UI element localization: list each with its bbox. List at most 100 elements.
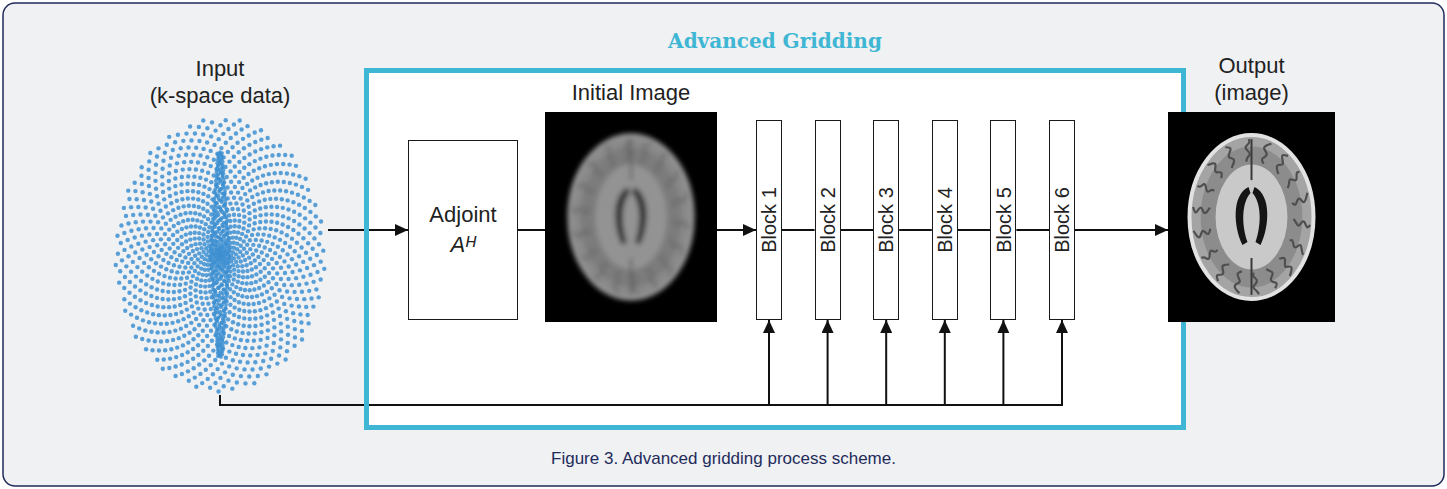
sample-dot (299, 245, 303, 249)
sample-dot (238, 118, 242, 122)
sample-dot (269, 205, 273, 209)
sample-dot (141, 219, 145, 223)
sample-dot (311, 280, 315, 284)
sample-dot (152, 269, 156, 273)
sample-dot (314, 287, 318, 291)
sample-dot (269, 357, 273, 361)
sample-dot (243, 346, 247, 350)
sample-dot (201, 339, 205, 343)
sample-dot (270, 180, 274, 184)
sample-dot (228, 248, 232, 252)
sample-dot (155, 304, 159, 308)
sample-dot (234, 351, 238, 355)
sample-dot (180, 197, 184, 201)
sample-dot (245, 251, 249, 255)
sample-dot (279, 266, 283, 270)
sample-dot (294, 262, 298, 266)
sample-dot (222, 254, 226, 258)
sample-dot (117, 280, 121, 284)
sample-dot (247, 162, 251, 166)
sample-dot (212, 143, 216, 147)
sample-dot (146, 338, 150, 342)
sample-dot (204, 222, 208, 226)
sample-dot (196, 333, 200, 337)
sample-dot (253, 331, 257, 335)
sample-dot (270, 153, 274, 157)
sample-dot (191, 218, 195, 222)
sample-dot (240, 264, 244, 268)
sample-dot (161, 367, 165, 371)
sample-dot (239, 374, 243, 378)
sample-dot (258, 183, 262, 187)
sample-dot (319, 219, 323, 223)
sample-dot (186, 145, 190, 149)
sample-dot (238, 250, 242, 254)
sample-dot (242, 214, 246, 218)
sample-dot (246, 331, 250, 335)
sample-dot (175, 270, 179, 274)
sample-dot (176, 133, 180, 137)
sample-dot (179, 276, 183, 280)
sample-dot (231, 263, 235, 267)
sample-dot (232, 230, 236, 234)
sample-dot (170, 321, 174, 325)
sample-dot (161, 159, 165, 163)
sample-dot (248, 188, 252, 192)
sample-dot (197, 362, 201, 366)
sample-dot (281, 248, 285, 252)
sample-dot (275, 213, 279, 217)
sample-dot (145, 310, 149, 314)
sample-dot (148, 192, 152, 196)
sample-dot (221, 132, 225, 136)
sample-dot (179, 190, 183, 194)
sample-dot (295, 297, 299, 301)
sample-dot (153, 321, 157, 325)
sample-dot (167, 246, 171, 250)
sample-dot (167, 330, 171, 334)
sample-dot (161, 215, 165, 219)
sample-dot (163, 313, 167, 317)
sample-dot (155, 358, 159, 362)
sample-dot (252, 381, 256, 385)
sample-dot (275, 221, 279, 225)
sample-dot (232, 122, 236, 126)
caption-area: Figure 3. Advanced gridding process sche… (0, 449, 1447, 469)
sample-dot (292, 319, 296, 323)
sample-dot (206, 344, 210, 348)
sample-dot (147, 265, 151, 269)
sample-dot (162, 197, 166, 201)
sample-dot (136, 227, 140, 231)
sample-dot (166, 290, 170, 294)
sample-dot (224, 118, 228, 122)
sample-dot (201, 232, 205, 236)
sample-dot (272, 171, 276, 175)
sample-dot (267, 172, 271, 176)
sample-dot (186, 218, 190, 222)
sample-dot (159, 339, 163, 343)
sample-dot (180, 372, 184, 376)
sample-dot (255, 353, 259, 357)
sample-dot (213, 381, 217, 385)
sample-dot (233, 164, 237, 168)
sample-dot (199, 246, 203, 250)
sample-dot (275, 205, 279, 209)
sample-dot (166, 261, 170, 265)
sample-dot (243, 288, 247, 292)
sample-dot (180, 227, 184, 231)
sample-dot (237, 170, 241, 174)
sample-dot (151, 238, 155, 242)
sample-dot (223, 370, 227, 374)
sample-dot (197, 205, 201, 209)
sample-dot (237, 150, 241, 154)
sample-dot (194, 385, 198, 389)
sample-dot (139, 165, 143, 169)
sample-dot (191, 337, 195, 341)
sample-dot (142, 198, 146, 202)
sample-dot (118, 269, 122, 273)
sample-dot (194, 317, 198, 321)
sample-dot (140, 337, 144, 341)
sample-dot (173, 374, 177, 378)
sample-dot (172, 250, 176, 254)
sample-dot (253, 140, 257, 144)
sample-dot (255, 176, 259, 180)
